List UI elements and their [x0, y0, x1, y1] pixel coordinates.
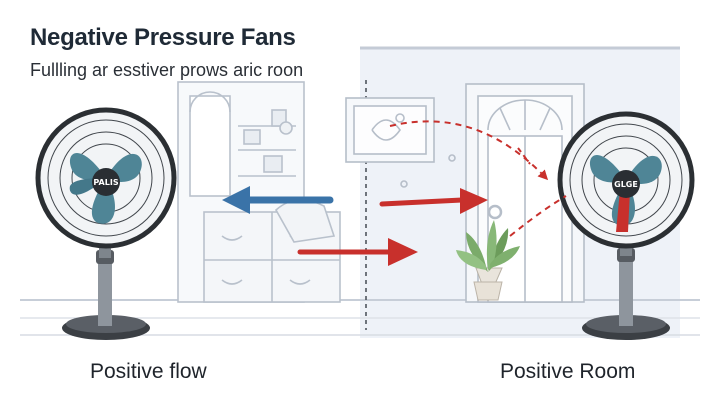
page-title: Negative Pressure Fans [30, 24, 296, 51]
fan-icon: GLGE [557, 111, 695, 340]
page-subtitle: Fullling ar esstiver prows aric roon [30, 60, 304, 80]
right-fan-badge: GLGE [614, 180, 638, 189]
blue-airflow-arrow [222, 186, 334, 214]
caption-left: Positive flow [90, 360, 207, 383]
red-airflow-arrow-lower [297, 238, 418, 266]
potted-plant-icon [456, 220, 520, 302]
dashed-airflow-segment [517, 147, 531, 165]
red-airflow-arrow-upper [379, 188, 488, 214]
picture-frame-icon [345, 97, 456, 188]
cabinet-icon [177, 81, 341, 303]
left-fan-badge: PALIS [93, 178, 118, 187]
dashed-airflow-arrow-lower [509, 195, 567, 237]
caption-right: Positive Room [500, 360, 636, 383]
fan-icon: PALIS [35, 107, 177, 340]
